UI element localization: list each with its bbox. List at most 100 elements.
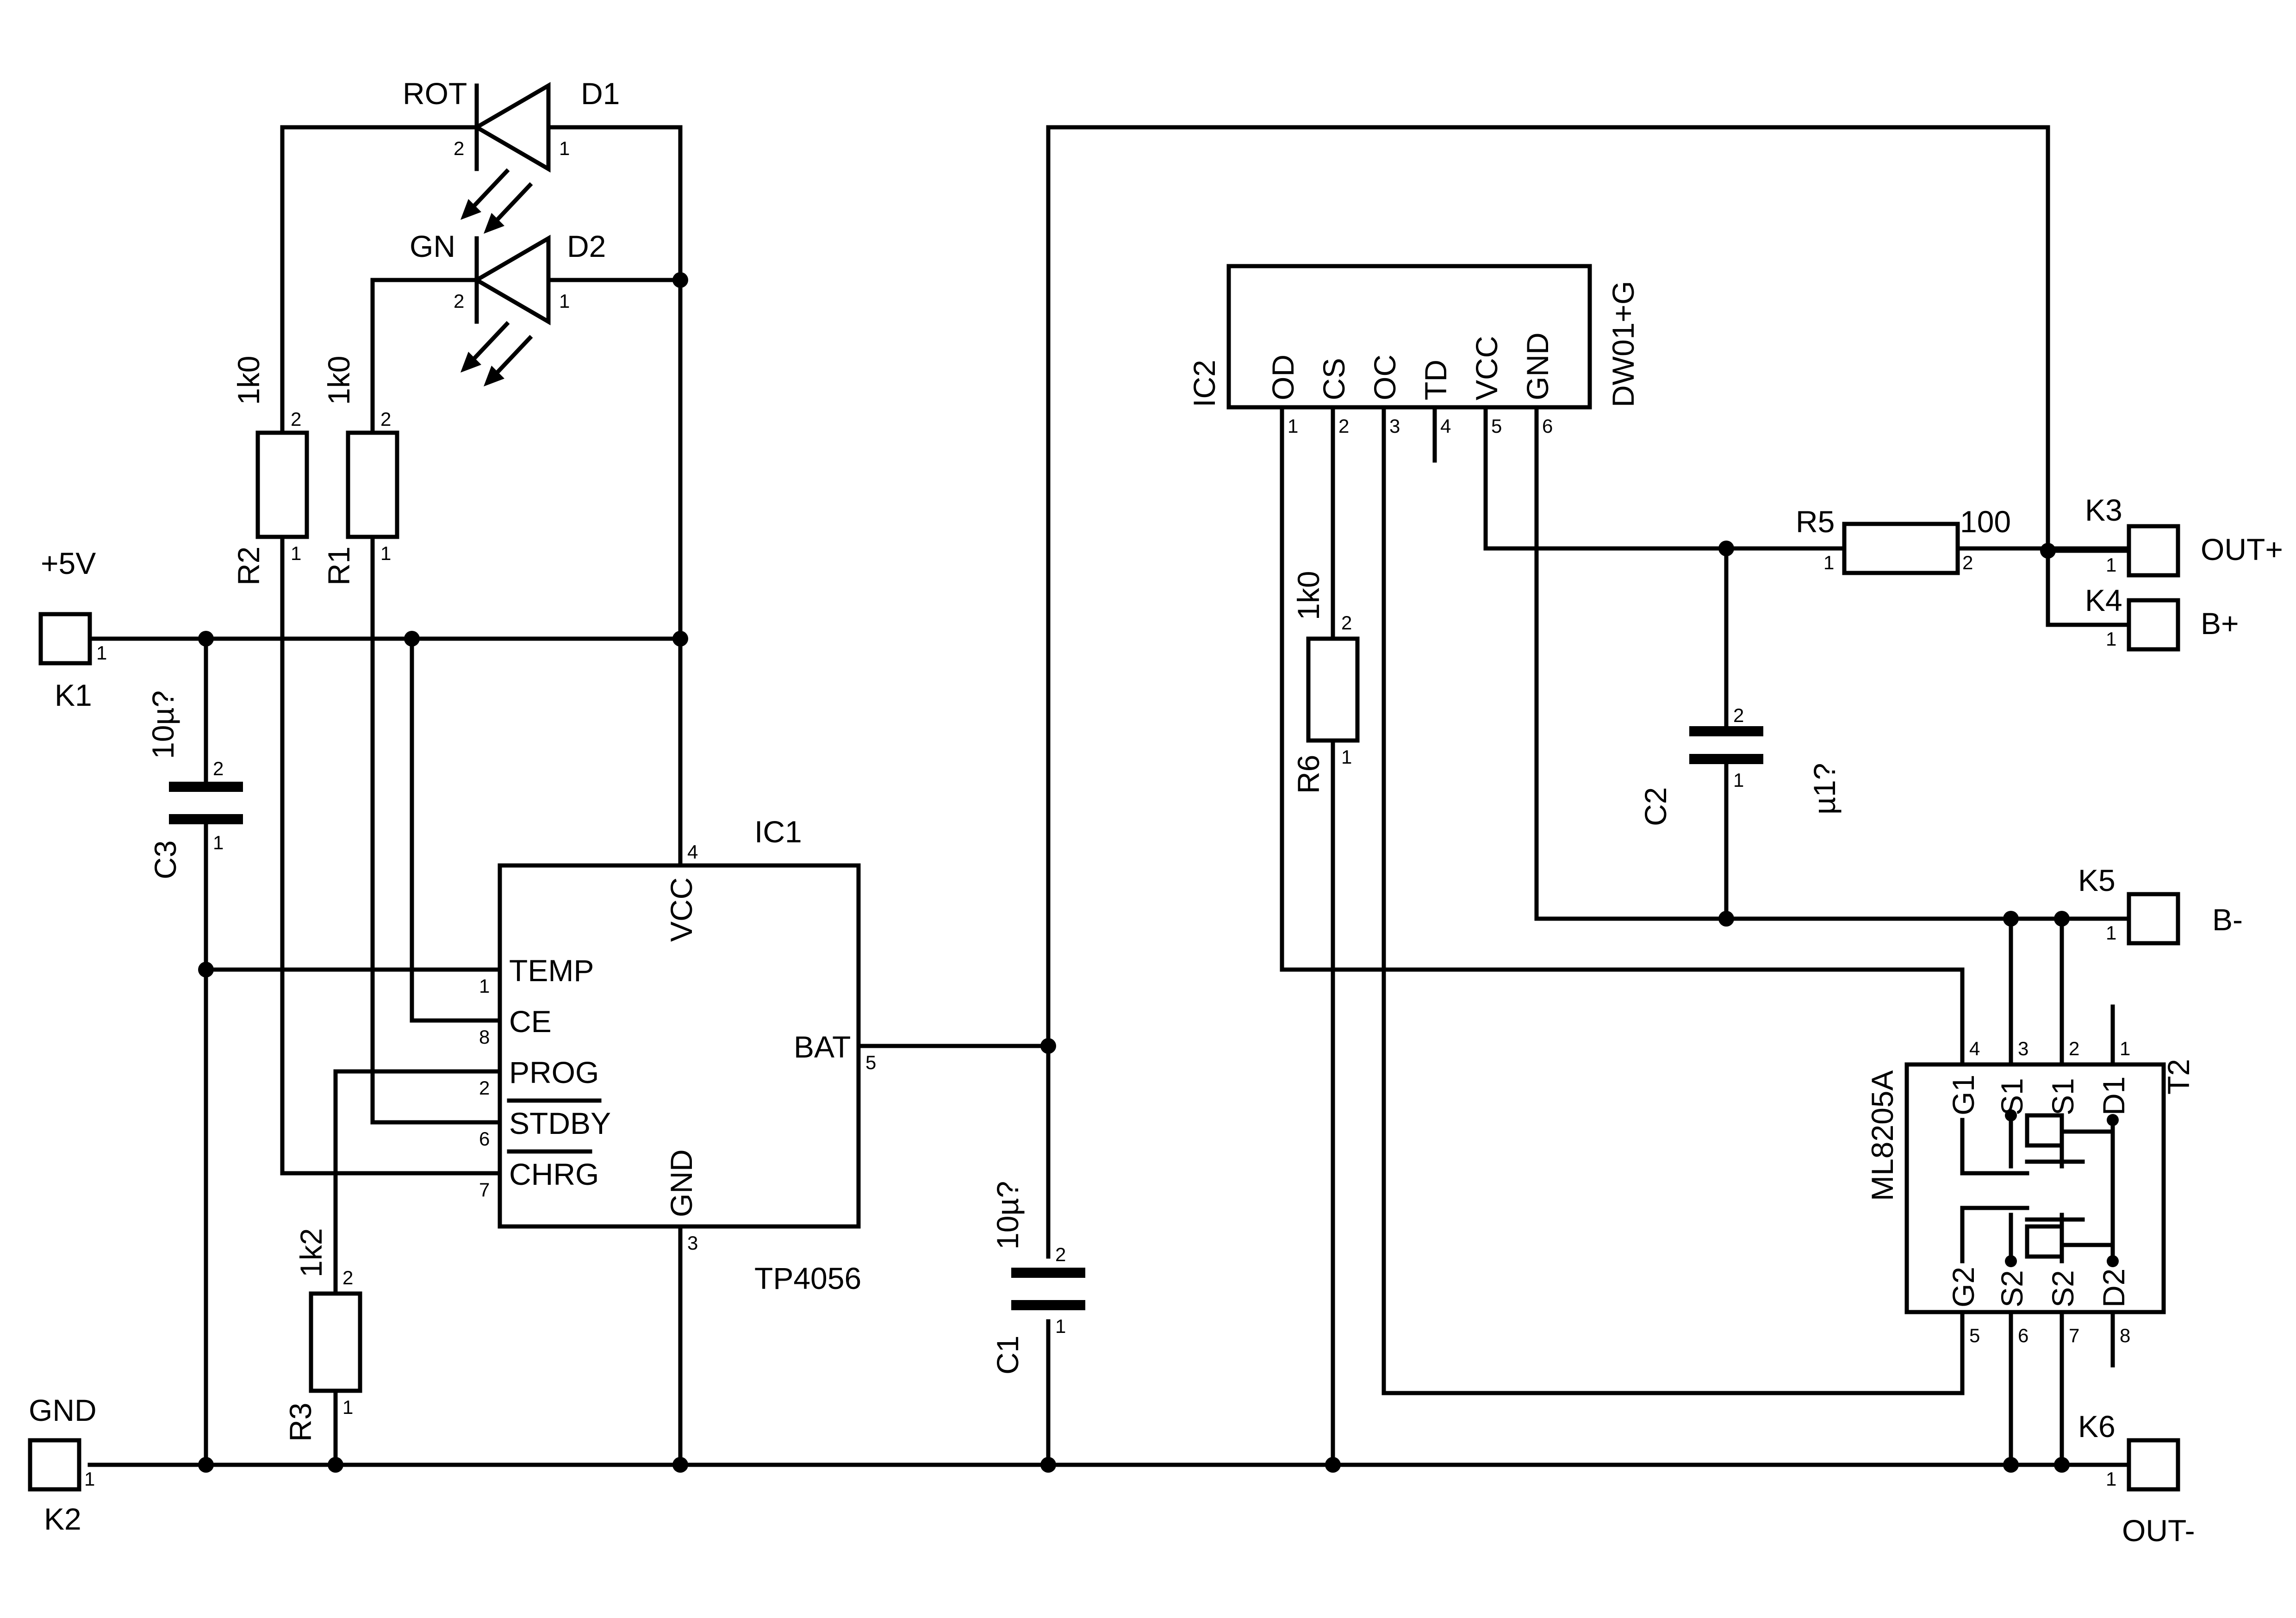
r6-value: 1k0 <box>1291 571 1325 620</box>
t2-pin-s2b: S2 <box>2046 1270 2080 1307</box>
c1-pin1: 1 <box>1055 1315 1066 1337</box>
t2-num-3: 3 <box>2018 1038 2028 1059</box>
connector-k4: K4 B+ 1 <box>2085 583 2239 652</box>
ic2-pin-td: TD <box>1419 360 1453 400</box>
d1-pin-k: 1 <box>559 137 570 159</box>
c3-value: 10µ? <box>146 691 180 759</box>
d2-ref: D2 <box>567 229 606 263</box>
t2-num-5: 5 <box>1969 1325 1980 1346</box>
r5-pin2: 2 <box>1962 552 1973 573</box>
c2-pin2: 2 <box>1733 704 1744 726</box>
t2-pin-d1: D1 <box>2097 1077 2131 1115</box>
t2-pin-s1a: S1 <box>1995 1078 2029 1115</box>
ic1-pin-gnd: GND <box>664 1149 698 1217</box>
ic2-num-2: 2 <box>1338 415 1349 437</box>
r3-pin2: 2 <box>342 1267 353 1288</box>
ic1-pin-vcc: VCC <box>664 877 698 942</box>
ic2-dw01: IC2 DW01+G OD CS OC TD VCC GND 1 2 3 4 5… <box>1187 264 1640 437</box>
t2-pin-d2: D2 <box>2097 1269 2131 1307</box>
k2-label: GND <box>29 1393 97 1427</box>
t2-num-4: 4 <box>1969 1038 1980 1059</box>
ic1-num-stdby: 6 <box>479 1128 490 1150</box>
junctions <box>198 272 2070 1473</box>
r1-pin1: 1 <box>380 542 391 564</box>
resistor-r1: 1k0 R1 2 1 <box>322 356 399 585</box>
ic2-ref: IC2 <box>1187 360 1221 407</box>
k6-ref: K6 <box>2078 1409 2116 1444</box>
connector-k3: K3 OUT+ 1 <box>2085 493 2283 578</box>
k6-label: OUT- <box>2122 1513 2195 1548</box>
ic2-num-4: 4 <box>1440 415 1451 437</box>
r2-value: 1k0 <box>231 356 266 405</box>
ic1-num-temp: 1 <box>479 975 490 997</box>
ic2-num-5: 5 <box>1491 415 1502 437</box>
ic1-pin-bat: BAT <box>794 1030 851 1064</box>
k1-pin: 1 <box>96 642 107 664</box>
k1-label: +5V <box>41 546 96 580</box>
ic2-pin-oc: OC <box>1368 355 1402 400</box>
r6-ref: R6 <box>1291 755 1325 794</box>
t2-num-8: 8 <box>2120 1325 2130 1346</box>
k3-pin: 1 <box>2106 554 2116 576</box>
t2-part: ML8205A <box>1865 1070 1899 1201</box>
r3-ref: R3 <box>283 1403 317 1442</box>
led-d2: GN D2 2 1 <box>410 229 606 386</box>
t2-pin-s2a: S2 <box>1995 1270 2029 1307</box>
r2-ref: R2 <box>231 547 266 585</box>
wires <box>87 125 2131 1467</box>
t2-pin-g2: G2 <box>1946 1267 1980 1307</box>
ic1-pin-prog: PROG <box>509 1055 599 1089</box>
r3-pin1: 1 <box>342 1396 353 1418</box>
t2-num-6: 6 <box>2018 1325 2028 1346</box>
ic2-pin-od: OD <box>1266 355 1300 400</box>
r2-pin1: 1 <box>291 542 301 564</box>
k5-pin: 1 <box>2106 922 2116 944</box>
capacitor-c2: C2 µ1? 2 1 <box>1638 704 1842 826</box>
light-arrow-icon <box>460 321 533 386</box>
capacitor-c3: 10µ? C3 2 1 <box>146 691 243 879</box>
ic2-pin-gnd: GND <box>1520 332 1555 400</box>
d1-pin-a: 2 <box>454 137 464 159</box>
connector-k1: +5V K1 1 <box>38 546 107 712</box>
resistor-r6: 1k0 R6 2 1 <box>1291 571 1360 794</box>
connector-k5: K5 B- 1 <box>2078 863 2243 946</box>
r1-value: 1k0 <box>322 356 356 405</box>
ic1-num-vcc: 4 <box>687 841 698 863</box>
t2-num-7: 7 <box>2069 1325 2079 1346</box>
r6-pin2: 2 <box>1341 612 1352 634</box>
connector-k6: K6 OUT- 1 <box>2078 1409 2195 1548</box>
ic1-num-gnd: 3 <box>687 1232 698 1254</box>
k3-ref: K3 <box>2085 493 2122 527</box>
c3-pin2: 2 <box>213 758 224 779</box>
t2-pin-s1b: S1 <box>2046 1078 2080 1115</box>
c1-ref: C1 <box>990 1336 1025 1375</box>
t2-pin-g1: G1 <box>1946 1075 1980 1115</box>
r5-ref: R5 <box>1796 504 1835 539</box>
r6-pin1: 1 <box>1341 746 1352 768</box>
ic2-num-6: 6 <box>1542 415 1553 437</box>
ic1-pin-chrg: CHRG <box>509 1157 599 1191</box>
r2-pin2: 2 <box>291 408 301 430</box>
k3-label: OUT+ <box>2201 532 2283 566</box>
ic2-pin-cs: CS <box>1317 358 1351 400</box>
t2-ml8205a: ML8205A T2 G1 S1 S1 D1 G2 S2 S2 D2 4 3 2… <box>1865 1038 2196 1346</box>
k5-label: B- <box>2212 902 2243 937</box>
c1-pin2: 2 <box>1055 1244 1066 1265</box>
k1-ref: K1 <box>55 678 92 712</box>
mosfet-symbol-icon <box>1960 1109 2119 1267</box>
k4-pin: 1 <box>2106 628 2116 650</box>
ic1-tp4056: IC1 TP4056 TEMP CE PROG STDBY CHRG BAT V… <box>479 815 876 1295</box>
r1-pin2: 2 <box>380 408 391 430</box>
ic1-ref: IC1 <box>754 815 802 849</box>
d2-color: GN <box>410 229 455 263</box>
c1-value: 10µ? <box>990 1181 1025 1250</box>
ic1-pin-ce: CE <box>509 1004 552 1039</box>
k4-label: B+ <box>2201 606 2239 641</box>
resistor-r5: R5 100 1 2 <box>1796 504 2011 575</box>
led-d1: ROT D1 2 1 <box>403 76 620 234</box>
ic2-part: DW01+G <box>1606 281 1640 407</box>
k6-pin: 1 <box>2106 1468 2116 1490</box>
c2-ref: C2 <box>1638 787 1673 826</box>
k2-pin: 1 <box>84 1468 95 1490</box>
